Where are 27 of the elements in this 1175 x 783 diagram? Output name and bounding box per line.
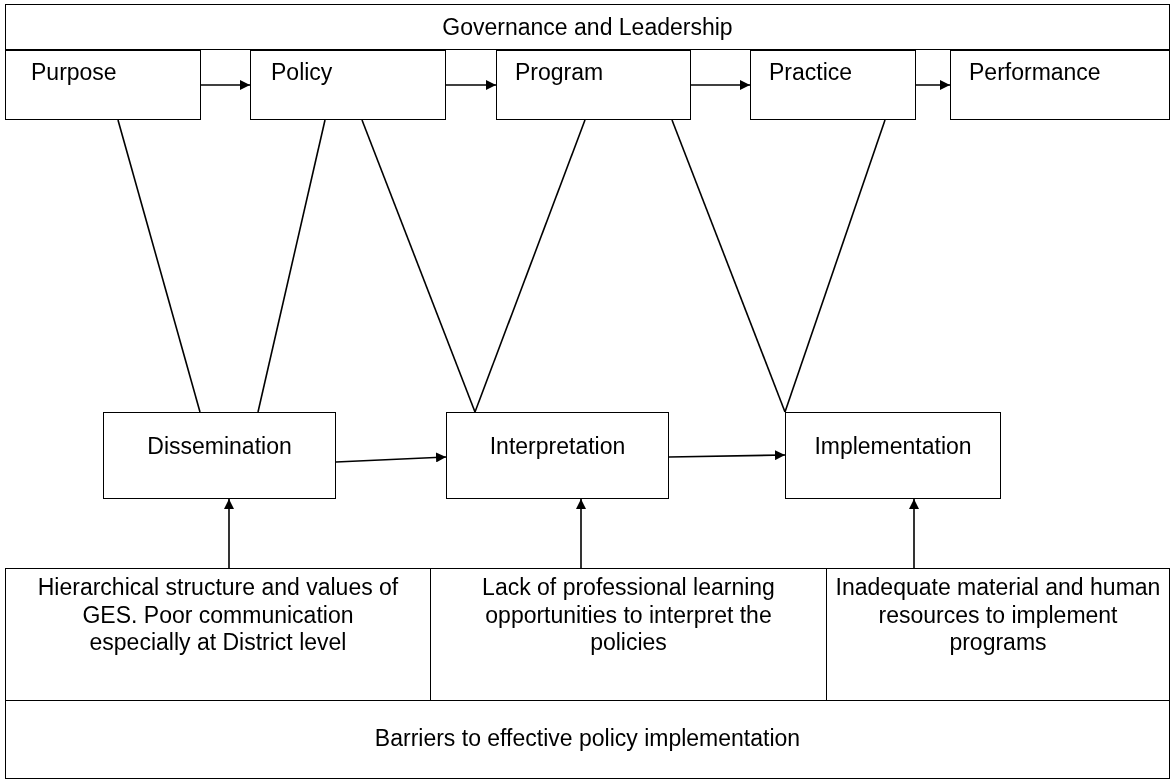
connector-line [117,119,201,413]
arrow [445,80,497,90]
process-box: Interpretation [446,412,669,499]
footer-band: Barriers to effective policy implementation [5,700,1170,779]
arrow [576,498,586,569]
connector-line [671,119,786,413]
arrow [335,452,447,463]
stage-box: Performance [950,50,1170,120]
connector-line [474,119,586,413]
arrow [690,80,751,90]
header-band: Governance and Leadership [5,4,1170,50]
connector-line [784,119,886,413]
stage-box: Program [496,50,691,120]
stage-box: Purpose [5,50,201,120]
arrow [224,498,234,569]
stage-box: Practice [750,50,916,120]
stage-box: Policy [250,50,446,120]
process-box: Implementation [785,412,1001,499]
arrow [909,498,919,569]
arrow [915,80,951,90]
arrow [668,450,786,461]
table-cell: Inadequate material and human resources to implement programs [826,568,1170,701]
connector-line [361,119,476,413]
connector-line [257,119,326,413]
table-cell: Hierarchical structure and values of GES. Poor communication especially at District level [5,568,431,701]
process-box: Dissemination [103,412,336,499]
arrow [200,80,251,90]
